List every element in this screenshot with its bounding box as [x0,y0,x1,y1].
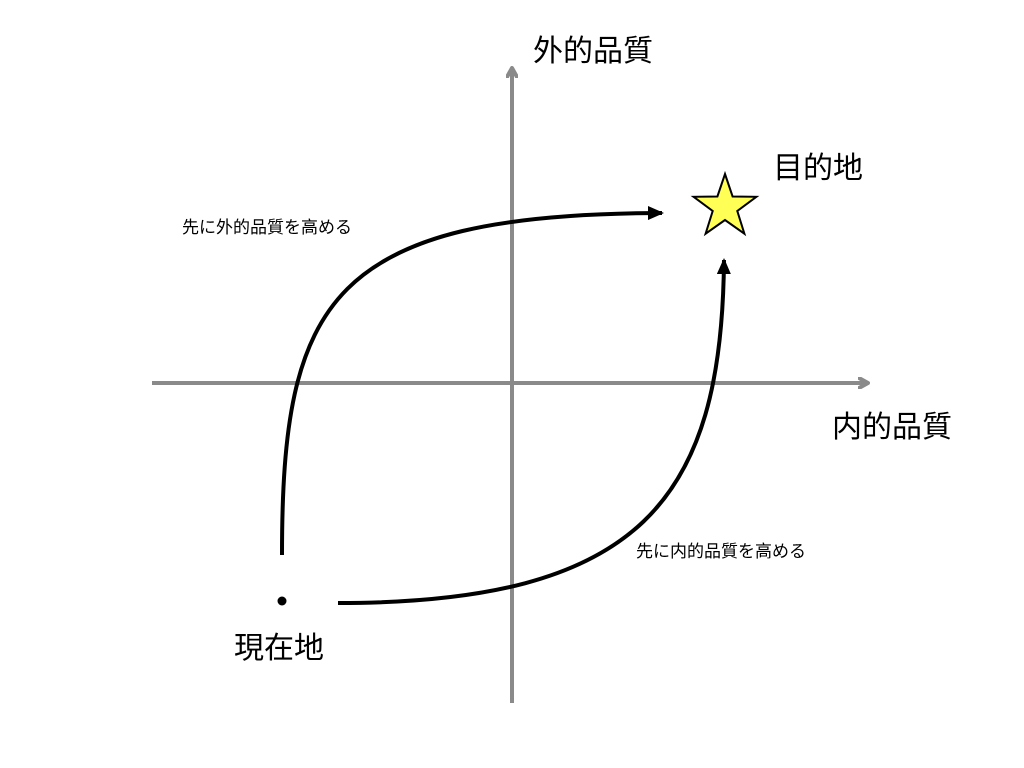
path-external-first-arrow [280,206,664,556]
destination-label: 目的地 [773,151,863,186]
path-internal-first-label: 先に内的品質を高める [636,542,806,562]
y-axis-label: 外的品質 [533,34,653,69]
destination-star-icon [690,170,760,237]
current-location-dot [277,596,287,606]
path-internal-first-arrow [337,258,731,605]
x-axis-label: 内的品質 [832,410,952,445]
current-location-label: 現在地 [234,631,324,666]
path-external-first-label: 先に外的品質を高める [182,218,352,238]
